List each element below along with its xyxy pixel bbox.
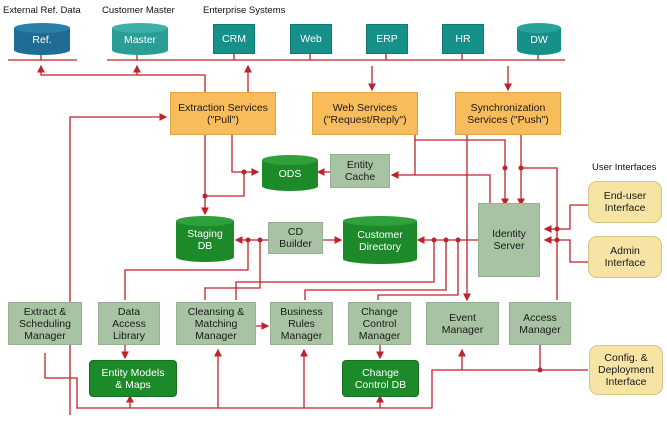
ref-data-cylinder: Ref. [14, 23, 70, 55]
web-services: Web Services ("Request/Reply") [312, 92, 418, 135]
ods-cylinder: ODS [262, 155, 318, 191]
end-user-interface: End-user Interface [588, 181, 662, 223]
config-deployment-interface: Config. & Deployment Interface [589, 345, 663, 395]
access-manager: Access Manager [509, 302, 571, 345]
label-enterprise-systems: Enterprise Systems [203, 5, 286, 16]
label-external-ref-data: External Ref. Data [3, 5, 81, 16]
web-system: Web [290, 24, 332, 54]
business-rules-manager: Business Rules Manager [270, 302, 333, 345]
customer-directory-label: Customer Directory [357, 229, 403, 253]
label-user-interfaces: User Interfaces [592, 162, 657, 173]
master-cylinder: Master [112, 23, 168, 55]
label-customer-master: Customer Master [102, 5, 175, 16]
event-manager: Event Manager [426, 302, 499, 345]
cleansing-matching-manager: Cleansing & Matching Manager [176, 302, 256, 345]
crm-system: CRM [213, 24, 255, 54]
data-access-library: Data Access Library [98, 302, 160, 345]
ods-label: ODS [278, 168, 302, 180]
change-control-manager: Change Control Manager [348, 302, 411, 345]
change-control-db: Change Control DB [342, 360, 419, 397]
customer-directory-cylinder: Customer Directory [343, 216, 417, 264]
extract-scheduling-manager: Extract & Scheduling Manager [8, 302, 82, 345]
entity-models-maps: Entity Models & Maps [89, 360, 177, 397]
dw-label: DW [530, 34, 548, 46]
erp-system: ERP [366, 24, 408, 54]
entity-cache: Entity Cache [330, 154, 390, 188]
ref-label: Ref. [32, 34, 52, 46]
staging-db-cylinder: Staging DB [176, 216, 234, 262]
dw-cylinder: DW [517, 23, 561, 55]
cd-builder: CD Builder [268, 222, 323, 254]
hr-system: HR [442, 24, 484, 54]
synchronization-services: Synchronization Services ("Push") [455, 92, 561, 135]
staging-db-label: Staging DB [187, 228, 223, 252]
extraction-services: Extraction Services ("Pull") [170, 92, 276, 135]
admin-interface: Admin Interface [588, 236, 662, 278]
identity-server: Identity Server [478, 203, 540, 277]
master-label: Master [123, 34, 157, 46]
